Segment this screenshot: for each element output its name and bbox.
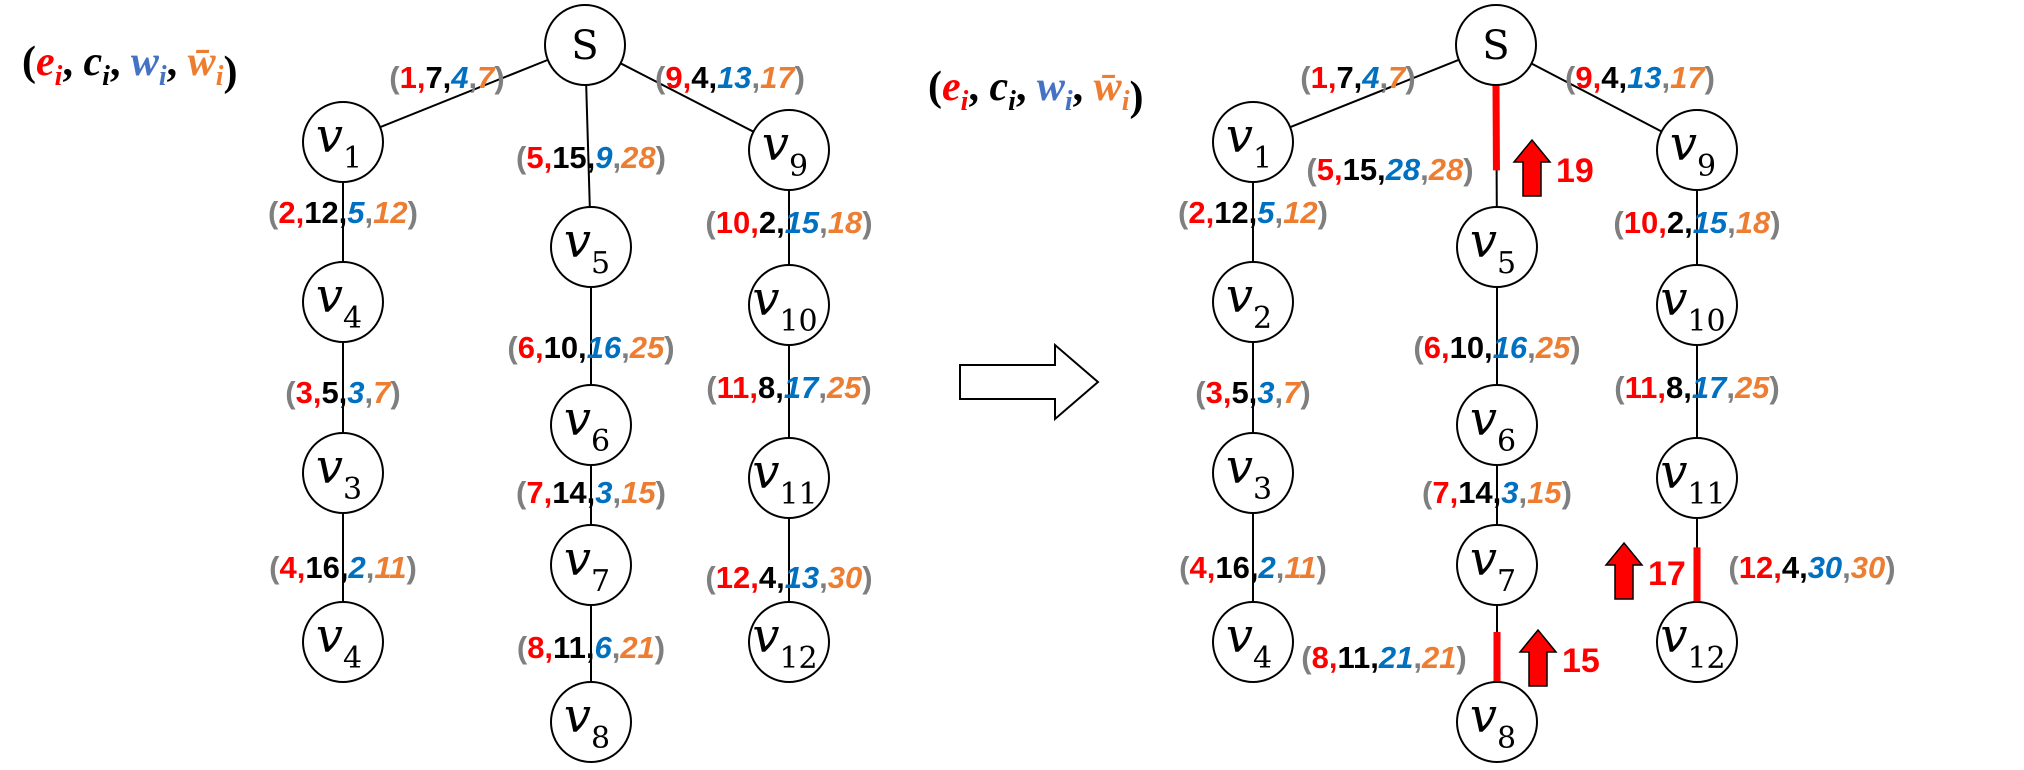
right-node-v11: v11 bbox=[1656, 437, 1738, 519]
svg-text:v4: v4 bbox=[1226, 608, 1272, 676]
left-node-v3: v3 bbox=[302, 432, 384, 514]
svg-text:v6: v6 bbox=[1470, 391, 1516, 459]
increase-amount: 17 bbox=[1648, 555, 1686, 593]
right-edge-S-v1 bbox=[1289, 58, 1460, 129]
svg-text:v11: v11 bbox=[1660, 444, 1725, 512]
svg-text:v1: v1 bbox=[1226, 108, 1272, 176]
left-edge-label-7: (7,14,3,15) bbox=[516, 475, 666, 510]
nodes-layer: Sv1 v4 v3 v4 v5 v6 v7 v8 v9 v10 v11 v12 Sv1 v2 v3 v4 v5 v… bbox=[302, 4, 1738, 763]
right-edge-label-9: (9,4,13,17) bbox=[1565, 60, 1715, 95]
left-node-v10: v10 bbox=[748, 264, 830, 346]
svg-text:v9: v9 bbox=[1670, 116, 1716, 184]
left-edge-label-11: (11,8,17,25) bbox=[706, 370, 872, 405]
right-node-v12: v12 bbox=[1656, 601, 1738, 683]
left-edge-S-v5 bbox=[585, 84, 591, 208]
left-node-v5: v5 bbox=[550, 206, 632, 288]
right-edge-label-10: (10,2,15,18) bbox=[1613, 205, 1780, 240]
right-increase-S-v5: 19 bbox=[1512, 138, 1594, 197]
right-edge-label-3: (3,5,3,7) bbox=[1195, 375, 1311, 410]
left-node-v9: v9 bbox=[748, 109, 830, 191]
right-increase-v7-v8: 15 bbox=[1518, 628, 1600, 687]
left-edge-label-2: (2,12,5,12) bbox=[268, 195, 418, 230]
left-edge-label-4: (4,16,2,11) bbox=[269, 550, 417, 585]
svg-text:v4: v4 bbox=[316, 608, 362, 676]
left-node-v1: v1 bbox=[302, 101, 384, 183]
svg-text:v12: v12 bbox=[1660, 608, 1725, 676]
svg-text:v12: v12 bbox=[752, 608, 817, 676]
svg-text:v10: v10 bbox=[752, 271, 817, 339]
left-node-v4a: v4 bbox=[302, 261, 384, 343]
transform-arrow-icon bbox=[959, 342, 1100, 422]
left-edge-label-8: (8,11,6,21) bbox=[517, 630, 665, 665]
svg-text:v5: v5 bbox=[1470, 213, 1516, 281]
right-node-v2: v2 bbox=[1212, 261, 1294, 343]
left-edge-label-12: (12,4,13,30) bbox=[705, 560, 872, 595]
legend-layer: (ei, ci, wi, w̄i) (ei, ci, wi, w̄i) bbox=[22, 39, 1143, 120]
right-node-v5: v5 bbox=[1456, 206, 1538, 288]
svg-text:v7: v7 bbox=[564, 531, 610, 599]
right-edge-label-1: (1,7,4,7) bbox=[1300, 60, 1416, 95]
left-edge-label-1: (1,7,4,7) bbox=[389, 60, 505, 95]
svg-text:v2: v2 bbox=[1226, 268, 1272, 336]
left-node-S: S bbox=[544, 4, 626, 86]
left-node-v4b: v4 bbox=[302, 601, 384, 683]
svg-text:v7: v7 bbox=[1470, 531, 1516, 599]
increase-amount: 15 bbox=[1562, 642, 1600, 680]
left-node-v7: v7 bbox=[550, 524, 632, 606]
svg-text:S: S bbox=[571, 23, 598, 69]
right-node-v9: v9 bbox=[1656, 109, 1738, 191]
labels-layer: (1,7,4,7) (2,12,5,12) (3,5,3,7) (4,16,2,11)… bbox=[268, 60, 1896, 675]
svg-text:v10: v10 bbox=[1660, 271, 1725, 339]
right-edge-label-6: (6,10,16,25) bbox=[1413, 330, 1580, 365]
svg-text:v8: v8 bbox=[564, 688, 610, 756]
left-edge-label-5: (5,15,9,28) bbox=[516, 140, 666, 175]
left-node-v11: v11 bbox=[748, 437, 830, 519]
right-node-v1: v1 bbox=[1212, 101, 1294, 183]
right-edge-label-5: (5,15,28,28) bbox=[1306, 152, 1473, 187]
right-node-v6: v6 bbox=[1456, 384, 1538, 466]
up-arrow-icon bbox=[1512, 138, 1552, 197]
left-legend: (ei, ci, wi, w̄i) bbox=[22, 39, 237, 95]
right-legend: (ei, ci, wi, w̄i) bbox=[928, 64, 1143, 120]
svg-text:v11: v11 bbox=[752, 444, 817, 512]
left-edge-label-10: (10,2,15,18) bbox=[705, 205, 872, 240]
arrows-layer: 19 15 17 bbox=[959, 138, 1686, 687]
left-node-v6: v6 bbox=[550, 384, 632, 466]
svg-text:v5: v5 bbox=[564, 213, 610, 281]
left-node-v12: v12 bbox=[748, 601, 830, 683]
right-increase-v11-v12: 17 bbox=[1604, 541, 1686, 600]
left-edge-S-v9 bbox=[620, 62, 754, 133]
right-edge-label-2: (2,12,5,12) bbox=[1178, 195, 1328, 230]
right-node-S: S bbox=[1455, 4, 1537, 86]
up-arrow-icon bbox=[1518, 628, 1558, 687]
right-node-v7: v7 bbox=[1456, 524, 1538, 606]
svg-text:v8: v8 bbox=[1470, 688, 1516, 756]
svg-text:S: S bbox=[1482, 23, 1509, 69]
right-edge-label-7: (7,14,3,15) bbox=[1422, 475, 1572, 510]
right-edge-label-8: (8,11,21,21) bbox=[1301, 640, 1467, 675]
right-node-v4: v4 bbox=[1212, 601, 1294, 683]
left-edge-label-9: (9,4,13,17) bbox=[655, 60, 805, 95]
left-edge-S-v1 bbox=[379, 58, 549, 129]
svg-text:v1: v1 bbox=[316, 108, 362, 176]
right-edge-S-v9 bbox=[1530, 62, 1663, 133]
svg-text:v3: v3 bbox=[316, 439, 362, 507]
left-edge-label-3: (3,5,3,7) bbox=[285, 375, 401, 410]
svg-text:v6: v6 bbox=[564, 391, 610, 459]
left-edge-label-6: (6,10,16,25) bbox=[507, 330, 674, 365]
up-arrow-icon bbox=[1604, 541, 1644, 600]
right-edge-label-4: (4,16,2,11) bbox=[1179, 550, 1327, 585]
svg-text:v4: v4 bbox=[316, 268, 362, 336]
increase-amount: 19 bbox=[1556, 152, 1594, 190]
svg-text:v9: v9 bbox=[762, 116, 808, 184]
right-node-v8: v8 bbox=[1456, 681, 1538, 763]
right-edge-label-12: (12,4,30,30) bbox=[1728, 550, 1895, 585]
left-node-v8: v8 bbox=[550, 681, 632, 763]
right-edge-label-11: (11,8,17,25) bbox=[1614, 370, 1780, 405]
svg-text:v3: v3 bbox=[1226, 439, 1272, 507]
right-node-v10: v10 bbox=[1656, 264, 1738, 346]
right-node-v3: v3 bbox=[1212, 432, 1294, 514]
